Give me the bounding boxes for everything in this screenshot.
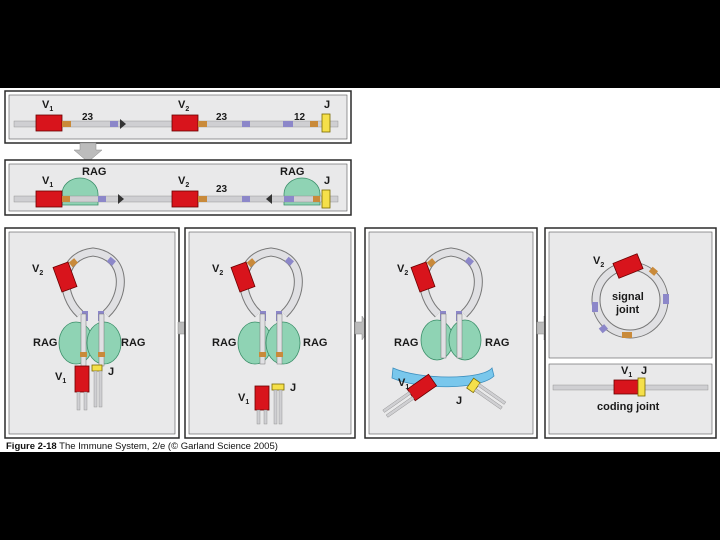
label-rag: RAG [121, 337, 145, 349]
panel-germline: V1 23 V2 23 12 J [4, 90, 352, 144]
label-rag: RAG [280, 166, 304, 178]
panel-cleavage: V2 RAG RAG V1 J [184, 227, 356, 439]
label-v1: V1 [621, 365, 632, 379]
label-v2: V2 [32, 263, 43, 277]
label-j: J [108, 366, 114, 378]
label-coding-joint: coding joint [597, 401, 660, 413]
v1-segment [254, 385, 270, 411]
label-j: J [290, 382, 296, 394]
label-v2: V2 [593, 255, 604, 269]
j-segment [321, 113, 331, 133]
label-joint: joint [615, 304, 640, 316]
panel-joints: V2 signal joint V1 J coding joint [544, 227, 717, 439]
label-rag: RAG [485, 337, 509, 349]
label-j: J [324, 175, 330, 187]
v2-segment [171, 190, 199, 208]
v1-segment [74, 365, 90, 393]
rss-nonamer [110, 121, 118, 127]
v2-segment [612, 253, 644, 279]
label-v1: V1 [55, 371, 66, 385]
label-signal: signal [612, 291, 644, 303]
j-segment [637, 377, 646, 397]
panel-loop-formation: V2 RAG RAG V1 J [4, 227, 180, 439]
rag-protein [448, 319, 482, 361]
v2-segment [171, 114, 199, 132]
j-segment [271, 383, 285, 391]
label-rag: RAG [33, 337, 57, 349]
v1-segment [613, 379, 639, 395]
v1-segment [35, 190, 63, 208]
label-v1: V1 [42, 99, 53, 113]
j-segment [91, 364, 103, 372]
rss-heptamer [62, 121, 71, 127]
label-j: J [641, 365, 647, 377]
rag-protein [265, 321, 301, 365]
rss-arrow [120, 119, 126, 129]
label-v1: V1 [238, 392, 249, 406]
slide: V1 23 V2 23 12 J V1 RAG V2 23 RAG J [0, 88, 720, 452]
label-rag: RAG [212, 337, 236, 349]
j-segment [466, 377, 481, 394]
panel-hairpin: V2 RAG RAG V1 J [364, 227, 538, 439]
label-v2: V2 [178, 175, 189, 189]
label-rag: RAG [394, 337, 418, 349]
v1-segment [35, 114, 63, 132]
panel-rag-binding: V1 RAG V2 23 RAG J [4, 159, 352, 216]
label-rag: RAG [82, 166, 106, 178]
label-j: J [324, 99, 330, 111]
arrow-down [73, 142, 103, 163]
v1-segment [406, 373, 438, 402]
rag-protein [420, 319, 454, 361]
j-segment [321, 189, 331, 209]
figure-caption: Figure 2-18 The Immune System, 2/e (© Ga… [6, 441, 278, 452]
label-rag: RAG [303, 337, 327, 349]
label-v1: V1 [398, 377, 409, 391]
v2-segment [52, 261, 78, 293]
label-23: 23 [216, 184, 228, 195]
v2-segment [230, 261, 256, 293]
label-23: 23 [82, 112, 94, 123]
label-v2: V2 [212, 263, 223, 277]
v2-segment [410, 261, 436, 293]
vdj-recombination-diagram: V1 23 V2 23 12 J V1 RAG V2 23 RAG J [4, 90, 717, 452]
label-12: 12 [294, 112, 306, 123]
label-v2: V2 [397, 263, 408, 277]
label-j: J [456, 395, 462, 407]
label-v1: V1 [42, 175, 53, 189]
label-v2: V2 [178, 99, 189, 113]
label-23: 23 [216, 112, 228, 123]
